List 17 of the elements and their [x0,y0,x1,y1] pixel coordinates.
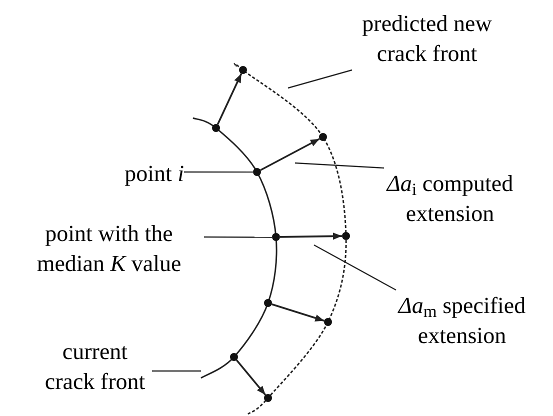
annotation-text: Δa$_{i}$ computed extension [385,170,514,228]
extension-arrow [260,138,320,171]
extension-arrow [216,73,242,125]
annotation-text: point i [124,160,184,188]
leader-line [184,171,253,173]
extension-arrow [272,303,324,322]
annotation-text: predicted new crack front [361,10,493,68]
leader-line [152,370,201,372]
annotation-text: point with the median K value [36,220,182,278]
leader-line [314,244,396,291]
annotation-text: current crack front [44,338,146,396]
annotation-text: Δa$_{m}$ specified extension [396,292,527,350]
leader-line [294,162,384,169]
leader-line [204,236,272,238]
extension-arrow [236,360,266,396]
extension-arrow [280,232,342,240]
leader-line [288,69,352,89]
